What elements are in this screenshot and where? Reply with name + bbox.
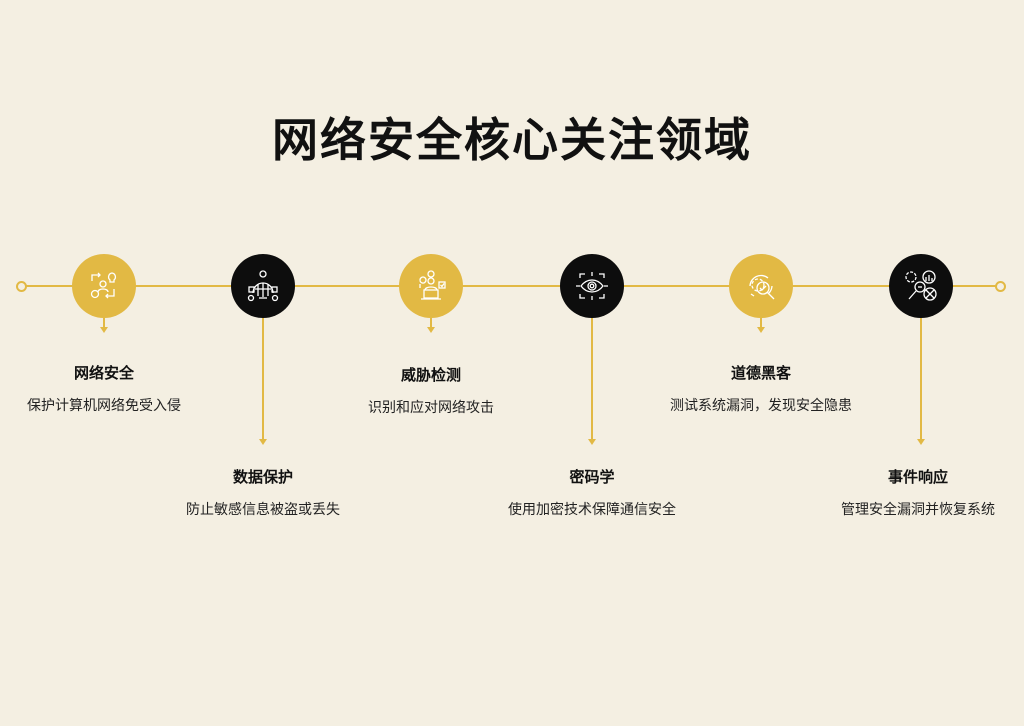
- item-title: 数据保护: [232, 468, 293, 486]
- item-title: 密码学: [569, 468, 615, 486]
- arrow-down-icon: [757, 327, 765, 333]
- eye-scan-icon: [576, 272, 608, 300]
- item-description: 使用加密技术保障通信安全: [508, 502, 676, 518]
- connector-stem: [103, 318, 105, 328]
- node-data-protection: [231, 254, 295, 318]
- item-network-security: 网络安全 保护计算机网络免受入侵: [0, 362, 224, 415]
- item-ethical-hacking: 道德黑客 测试系统漏洞，发现安全隐患: [641, 362, 881, 415]
- item-title: 事件响应: [887, 468, 948, 486]
- item-title: 威胁检测: [400, 366, 461, 384]
- node-threat-detection: [399, 254, 463, 318]
- connector-stem: [760, 318, 762, 328]
- item-description: 保护计算机网络免受入侵: [27, 398, 181, 414]
- item-incident-response: 事件响应 管理安全漏洞并恢复系统: [798, 466, 1024, 519]
- timeline-start-cap: [16, 281, 27, 292]
- gear-search-icon: [749, 274, 775, 300]
- item-description: 防止敏感信息被盗或丢失: [186, 502, 340, 518]
- item-data-protection: 数据保护 防止敏感信息被盗或丢失: [143, 466, 383, 519]
- timeline-end-cap: [995, 281, 1006, 292]
- item-threat-detection: 威胁检测 识别和应对网络攻击: [311, 364, 551, 417]
- item-title: 网络安全: [73, 364, 134, 382]
- arrow-down-icon: [917, 439, 925, 445]
- item-description: 测试系统漏洞，发现安全隐患: [670, 398, 852, 414]
- item-description: 识别和应对网络攻击: [368, 400, 494, 416]
- page-title: 网络安全核心关注领域: [272, 113, 752, 167]
- item-description: 管理安全漏洞并恢复系统: [841, 502, 995, 518]
- arrow-down-icon: [588, 439, 596, 445]
- timeline-line: [22, 285, 998, 287]
- network-process-icon: [90, 272, 117, 299]
- node-network-security: [72, 254, 136, 318]
- node-cryptography: [560, 254, 624, 318]
- item-cryptography: 密码学 使用加密技术保障通信安全: [472, 466, 712, 519]
- connector-stem: [430, 318, 432, 328]
- node-ethical-hacking: [729, 254, 793, 318]
- item-title: 道德黑客: [730, 364, 791, 382]
- connector-stem: [262, 318, 264, 440]
- incident-analysis-icon: [905, 270, 937, 301]
- arrow-down-icon: [427, 327, 435, 333]
- arrow-down-icon: [259, 439, 267, 445]
- node-incident-response: [889, 254, 953, 318]
- arrow-down-icon: [100, 327, 108, 333]
- connector-stem: [920, 318, 922, 440]
- global-data-icon: [247, 270, 279, 302]
- analyst-detection-icon: [419, 270, 446, 300]
- connector-stem: [591, 318, 593, 440]
